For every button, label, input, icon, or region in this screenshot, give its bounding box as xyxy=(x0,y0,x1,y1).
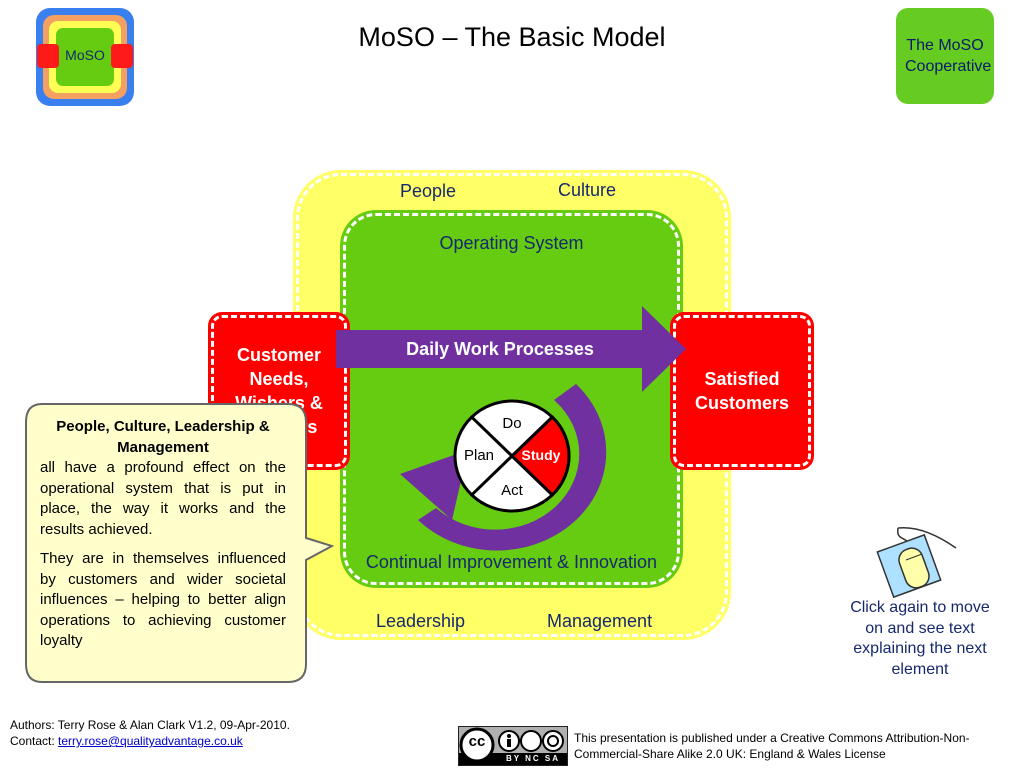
mouse-icon xyxy=(876,526,957,599)
satisfied-customers-box: Satisfied Customers xyxy=(670,312,814,470)
callout-para1: all have a profound effect on the operat… xyxy=(40,459,286,538)
license-text: This presentation is published under a C… xyxy=(574,731,970,761)
pdsa-do: Do xyxy=(502,415,522,432)
contact-email-link[interactable]: terry.rose@qualityadvantage.co.uk xyxy=(58,734,243,748)
continual-improvement-label: Continual Improvement & Innovation xyxy=(365,552,658,572)
satisfied-customers-label: Satisfied Customers xyxy=(694,369,790,413)
management-label: Management xyxy=(547,611,653,631)
callout-content: People, Culture, Leadership & Management… xyxy=(40,417,286,652)
callout-heading: People, Culture, Leadership & Management xyxy=(56,418,270,456)
pdsa-plan: Plan xyxy=(463,447,495,464)
cc-license-badge[interactable]: cc BY NC SA xyxy=(458,726,568,766)
moso-logo-graphic xyxy=(36,8,134,106)
page-title: MoSO – The Basic Model xyxy=(358,22,666,52)
callout-bubble xyxy=(25,403,334,683)
cc-icon xyxy=(459,727,567,765)
improvement-cycle-arrow xyxy=(400,384,607,551)
contact-label: Contact: xyxy=(10,734,55,748)
pdsa-wheel xyxy=(453,399,571,513)
authors-text: Authors: Terry Rose & Alan Clark V1.2, 0… xyxy=(10,718,290,732)
moso-logo: MoSO xyxy=(36,8,134,106)
leadership-label: Leadership xyxy=(376,611,466,631)
pdsa-act: Act xyxy=(501,482,523,499)
callout-para2: They are in themselves influenced by cus… xyxy=(40,550,286,649)
coop-badge[interactable]: The MoSO Cooperative xyxy=(896,8,994,104)
coop-label: The MoSO Cooperative xyxy=(905,37,992,75)
operating-system-label: Operating System xyxy=(439,233,584,253)
culture-label: Culture xyxy=(558,180,617,200)
operating-system-box xyxy=(340,210,683,588)
people-label: People xyxy=(400,181,457,201)
contact-line: Contact: terry.rose@qualityadvantage.co.… xyxy=(10,733,290,749)
cc-c-glyph: cc xyxy=(468,733,486,750)
footer-authors: Authors: Terry Rose & Alan Clark V1.2, 0… xyxy=(10,717,290,749)
click-hint: Click again to move on and see text expl… xyxy=(850,599,990,678)
cc-badge-text: BY NC SA xyxy=(505,754,561,763)
logo-text: MoSO xyxy=(65,47,105,63)
daily-work-arrow xyxy=(336,306,686,392)
daily-work-label: Daily Work Processes xyxy=(406,339,594,359)
pdsa-study: Study xyxy=(521,447,561,463)
